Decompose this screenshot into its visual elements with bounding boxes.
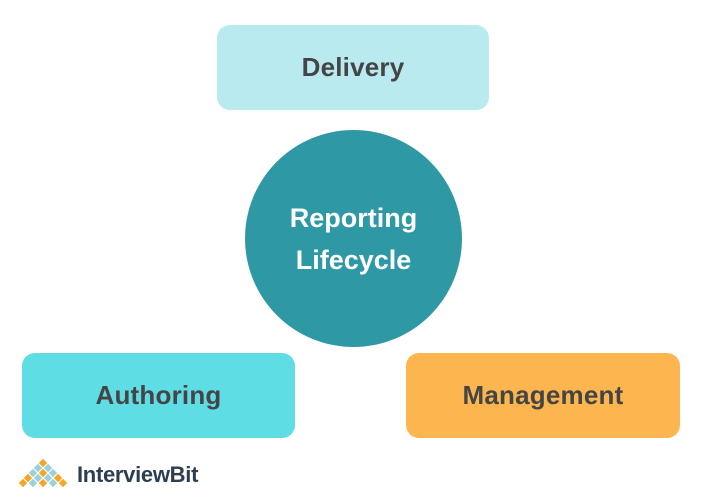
management-label: Management	[462, 380, 624, 410]
logo-diamond	[38, 468, 48, 478]
logo-diamond	[58, 478, 68, 488]
authoring-label: Authoring	[95, 380, 222, 410]
delivery-node: Delivery	[217, 25, 489, 110]
logo-diamond	[43, 473, 53, 483]
delivery-label: Delivery	[301, 52, 405, 82]
logo-diamond	[28, 468, 38, 478]
authoring-node: Authoring	[22, 353, 295, 438]
logo-diamond	[33, 473, 43, 483]
logo-diamond	[23, 473, 33, 483]
management-node: Management	[406, 353, 680, 438]
interviewbit-logo: InterviewBit	[13, 455, 198, 495]
center-label-line2: Lifecycle	[295, 244, 412, 275]
interviewbit-diamond-icon	[18, 458, 68, 488]
center-label-line1: Reporting	[289, 202, 418, 233]
logo-diamond	[38, 458, 48, 468]
logo-diamond	[48, 478, 58, 488]
logo-diamond	[28, 478, 38, 488]
logo-diamond	[18, 478, 28, 488]
reporting-lifecycle-node: Reporting Lifecycle	[245, 130, 462, 347]
logo-diamond	[48, 468, 58, 478]
logo-diamond	[43, 463, 53, 473]
logo-diamond	[53, 473, 63, 483]
logo-text: InterviewBit	[77, 462, 199, 487]
logo-diamond	[33, 463, 43, 473]
logo-diamond	[38, 478, 48, 488]
